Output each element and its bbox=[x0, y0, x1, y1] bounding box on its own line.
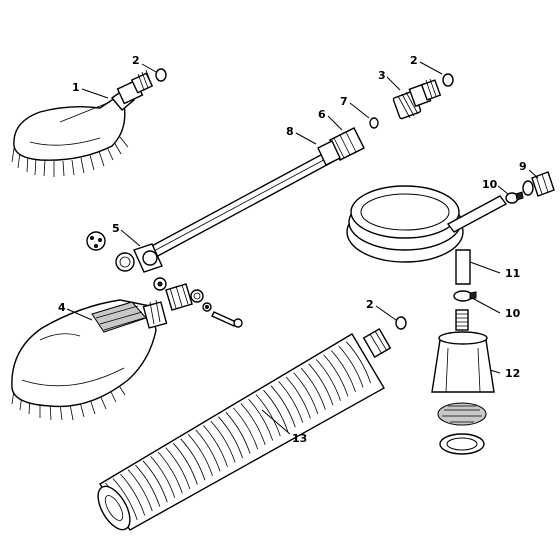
hose-part-11 bbox=[346, 185, 508, 285]
callout-10-lower: 10 bbox=[505, 307, 521, 320]
flex-extension-part-13 bbox=[97, 328, 392, 531]
coupling-part-3 bbox=[392, 78, 442, 120]
extension-rib bbox=[187, 434, 213, 476]
extension-rib bbox=[263, 389, 289, 432]
lance-part-8 bbox=[147, 127, 365, 259]
filter-mesh bbox=[437, 402, 487, 426]
swivel-part-5 bbox=[86, 231, 243, 328]
extension-rib bbox=[135, 464, 161, 507]
extension-rib bbox=[165, 447, 191, 490]
o-ring-part-2 bbox=[155, 68, 167, 82]
extension-rib bbox=[203, 425, 228, 468]
extension-rib bbox=[240, 403, 266, 446]
callout-7: 7 bbox=[340, 95, 348, 108]
extension-rib bbox=[308, 363, 334, 406]
extension-rib bbox=[120, 473, 146, 516]
callout-1: 1 bbox=[72, 81, 80, 94]
hose-clamp-part-10-lower bbox=[453, 290, 477, 302]
callout-10-upper: 10 bbox=[482, 178, 498, 191]
extension-rib bbox=[285, 376, 311, 419]
callout-6: 6 bbox=[318, 108, 326, 121]
extension-rib bbox=[270, 385, 296, 428]
filter-part-12 bbox=[431, 309, 495, 455]
o-ring-part-2-top-right bbox=[442, 73, 454, 87]
extension-rib bbox=[248, 398, 274, 441]
extension-rib bbox=[150, 456, 176, 498]
extension-rib bbox=[255, 394, 281, 437]
callout-5: 5 bbox=[112, 222, 120, 235]
callout-11: 11 bbox=[505, 267, 520, 280]
extension-rib bbox=[293, 372, 319, 415]
extension-rib bbox=[112, 478, 138, 521]
extension-rib bbox=[218, 416, 243, 459]
callout-9: 9 bbox=[519, 160, 527, 173]
extension-rib bbox=[195, 429, 221, 472]
extension-rib bbox=[157, 451, 183, 494]
extension-rib bbox=[142, 460, 168, 503]
extension-rib bbox=[210, 420, 236, 463]
callout-2-top-left: 2 bbox=[132, 54, 140, 67]
extension-rib bbox=[315, 359, 341, 401]
extension-rib bbox=[180, 438, 206, 481]
wash-brush-part-1 bbox=[11, 69, 154, 177]
callout-12: 12 bbox=[505, 367, 520, 380]
leader-lines bbox=[66, 61, 539, 435]
rotating-brush-part-4 bbox=[11, 299, 168, 421]
callout-2-lower: 2 bbox=[366, 298, 374, 311]
extension-rib bbox=[300, 367, 326, 410]
callout-3: 3 bbox=[378, 69, 386, 82]
callout-13: 13 bbox=[292, 432, 307, 445]
o-ring-part-7 bbox=[369, 117, 379, 129]
hose-clamp-part-10-upper bbox=[505, 191, 524, 204]
extension-rib bbox=[323, 354, 349, 397]
extension-rib bbox=[331, 350, 356, 393]
extension-rib bbox=[346, 341, 371, 384]
callout-8: 8 bbox=[286, 125, 294, 138]
callouts: 1 2 2 2 3 4 5 6 7 8 9 10 10 11 12 13 bbox=[58, 54, 527, 445]
extension-rib bbox=[127, 469, 153, 512]
extension-rib bbox=[233, 407, 259, 450]
fitting-part-9 bbox=[522, 171, 555, 197]
callout-4: 4 bbox=[58, 301, 66, 314]
extension-rib bbox=[172, 442, 198, 485]
callout-2-top-right: 2 bbox=[410, 54, 418, 67]
o-ring-part-2-lower bbox=[395, 316, 407, 330]
extension-rib bbox=[338, 345, 364, 388]
extension-rib bbox=[278, 381, 304, 423]
extension-rib bbox=[225, 412, 251, 454]
